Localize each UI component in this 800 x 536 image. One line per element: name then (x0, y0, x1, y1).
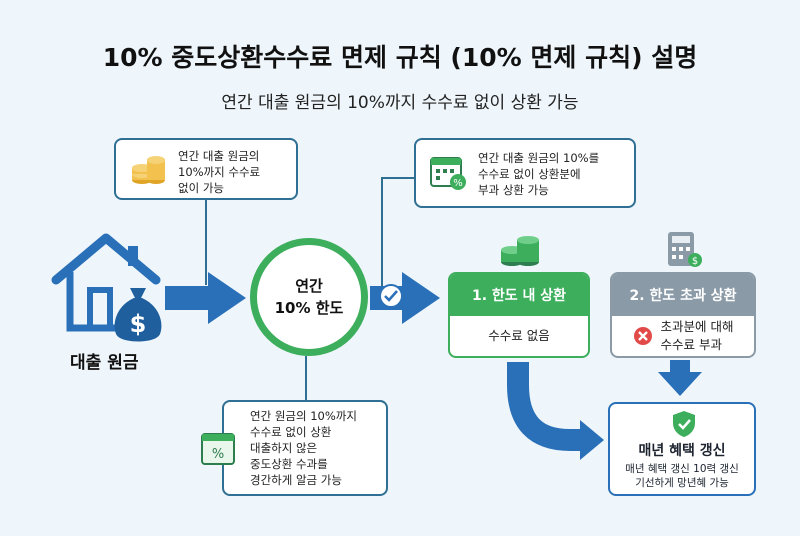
info-line: 연간 원금의 10%까지 (250, 409, 357, 423)
svg-text:$: $ (692, 256, 698, 267)
info-line: 없이 가능 (178, 181, 224, 195)
calculator-icon: $ (668, 232, 702, 267)
info-box-prepayment: % 연간 원금의 10%까지 수수료 없이 상환 대출하지 않은 중도상환 수과… (201, 400, 388, 496)
info-box-repayment: % 연간 대출 원금의 10%를 수수료 없이 상환분에 부과 상환 가능 (414, 138, 636, 208)
info-line: 연간 대출 원금의 (178, 149, 260, 163)
info-line: 연간 대출 원금의 10%를 (478, 151, 600, 165)
close-icon (633, 327, 652, 345)
card-over-limit-body: 초과분에 대해 수수료 부과 (612, 316, 754, 356)
info-line: 10%까지 수수료 (178, 165, 261, 179)
card-over-limit: 2. 한도 초과 상환 초과분에 대해 수수료 부과 (610, 272, 756, 358)
info-box-annual-limit: 연간 대출 원금의 10%까지 수수료 없이 가능 (114, 138, 298, 200)
info-line: 대출하지 않은 (250, 441, 318, 455)
info-line: 부과 상환 가능 (478, 183, 549, 197)
renewal-title: 매년 혜택 갱신 (638, 443, 726, 459)
circle-line: 10% 한도 (274, 299, 344, 317)
page-title: 10% 중도상환수수료 면제 규칙 (10% 면제 규칙) 설명 (102, 43, 698, 72)
coins-icon (132, 156, 165, 184)
svg-text:%: % (453, 178, 463, 189)
arrow-card2-to-renew (658, 360, 702, 396)
info-line: 중도상환 수과를 (250, 457, 328, 471)
coins-icon (501, 236, 539, 266)
svg-text:%: % (212, 447, 224, 462)
card-within-limit-title: 1. 한도 내 상환 (450, 274, 588, 316)
page-subtitle: 연간 대출 원금의 10%까지 수수료 없이 상환 가능 (221, 93, 579, 113)
info-line: 수수료 없이 상환 (250, 425, 332, 439)
house-icon (51, 233, 161, 332)
circle-line: 연간 (295, 277, 323, 295)
card-over-limit-line: 수수료 부과 (660, 337, 722, 352)
annual-renewal-box: 매년 혜택 갱신 매년 혜택 갱신 10력 갱신 기선하게 망년혜 가능 (608, 402, 756, 496)
card-within-limit-body: 수수료 없음 (488, 328, 550, 343)
svg-text:$: $ (130, 310, 147, 338)
renewal-line: 매년 혜택 갱신 10력 갱신 (625, 463, 739, 475)
arrow-card1-to-renew (507, 362, 582, 451)
card-over-limit-title: 2. 한도 초과 상환 (612, 274, 754, 316)
calendar-percent-icon: % (430, 157, 466, 190)
arrow-loan-to-limit (165, 272, 246, 324)
money-bag-icon: $ (114, 288, 162, 342)
card-within-limit: 1. 한도 내 상환 수수료 없음 (448, 272, 590, 358)
loan-principal-label: 대출 원금 (70, 353, 139, 373)
info-line: 수수료 없이 상환분에 (478, 167, 581, 181)
arrow-limit-to-card (370, 272, 440, 324)
info-line: 경간하게 알금 가능 (250, 473, 342, 487)
renewal-line: 기선하게 망년혜 가능 (635, 477, 729, 489)
annual-limit-circle: 연간 10% 한도 (250, 238, 368, 356)
connector-top-right (381, 177, 414, 292)
shield-check-icon (673, 411, 695, 437)
card-over-limit-line: 초과분에 대해 (660, 319, 734, 334)
calendar-percent-icon: % (201, 433, 235, 465)
